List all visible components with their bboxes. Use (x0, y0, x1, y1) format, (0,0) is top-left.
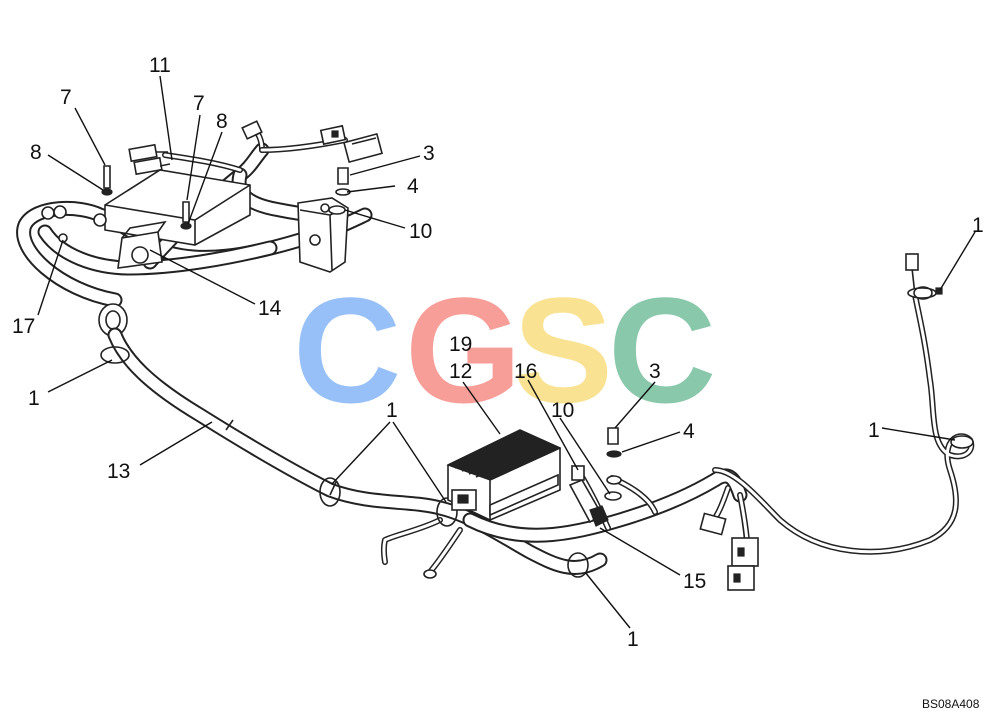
drawing-code: BS08A408 (922, 697, 980, 711)
callout-4-lower: 4 (683, 420, 695, 443)
control-module-box (104, 169, 251, 246)
cable-ties (100, 286, 933, 578)
callout-10-lower: 10 (551, 399, 574, 422)
callout-7-center: 7 (193, 92, 205, 115)
heat-sink-module (446, 429, 562, 521)
watermark-letter-c2: C (608, 266, 716, 434)
callout-1-right: 1 (868, 419, 880, 442)
grommet-connector (41, 205, 128, 337)
right-harness (462, 253, 975, 555)
upper-connectors (128, 120, 383, 176)
callout-10-upper: 10 (409, 220, 432, 243)
main-harness (107, 327, 608, 575)
fuse-holder (568, 465, 609, 527)
clamp-bracket (117, 220, 167, 269)
callout-8-center: 8 (216, 110, 228, 133)
right-connectors (699, 512, 759, 591)
callout-1-left: 1 (28, 387, 40, 410)
callout-13: 13 (107, 460, 130, 483)
callout-3-lower: 3 (649, 360, 661, 383)
callout-16: 16 (514, 360, 537, 383)
callout-1-center: 1 (386, 399, 398, 422)
cgsc-watermark: C G S C (293, 266, 716, 434)
mounting-bracket (297, 197, 349, 273)
callout-11: 11 (149, 54, 171, 77)
fasteners (58, 165, 622, 501)
watermark-letter-c1: C (293, 266, 401, 434)
callout-4-upper: 4 (407, 175, 419, 198)
callout-17: 17 (12, 315, 35, 338)
callout-19: 19 (449, 333, 472, 356)
callout-8-left: 8 (30, 141, 42, 164)
callout-3-upper: 3 (423, 142, 435, 165)
watermark-letter-s: S (513, 266, 613, 434)
callout-1-far-right: 1 (972, 214, 984, 237)
callout-14: 14 (258, 297, 282, 320)
callout-7-left: 7 (60, 86, 72, 109)
callout-12: 12 (449, 360, 472, 383)
watermark-letter-g: G (405, 266, 522, 434)
callout-1-bottom: 1 (627, 628, 639, 651)
callout-15: 15 (683, 570, 706, 593)
leader-lines (37, 75, 976, 629)
callout-labels: 11 7 7 8 8 3 4 10 1 17 14 1 19 12 16 3 1… (12, 54, 984, 711)
